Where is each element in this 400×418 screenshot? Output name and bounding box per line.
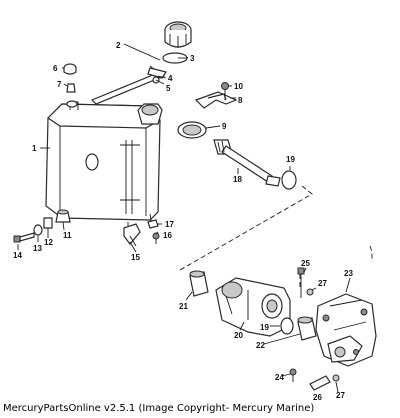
callout-13: 13	[33, 244, 42, 253]
fitting	[147, 219, 159, 229]
dowel-pin	[309, 375, 331, 391]
assembly-routing-line-2	[369, 245, 373, 262]
callout-27-lower: 27	[336, 391, 345, 400]
long-bolt	[297, 267, 305, 298]
callout-5: 5	[166, 84, 171, 93]
retaining-screw	[152, 232, 160, 244]
callout-19-upper: 19	[286, 155, 295, 164]
callout-23: 23	[344, 269, 353, 278]
callout-10: 10	[234, 82, 243, 91]
callout-9: 9	[222, 122, 227, 131]
callout-27-upper: 27	[318, 279, 327, 288]
o-ring-upper	[281, 170, 297, 190]
callout-6: 6	[53, 64, 58, 73]
breather-cap	[63, 63, 77, 75]
callout-17: 17	[165, 220, 174, 229]
callout-3: 3	[190, 54, 195, 63]
pump-shaft	[213, 139, 281, 187]
sleeve	[189, 270, 209, 297]
o-ring-lower	[280, 317, 294, 335]
lower-washer	[332, 374, 340, 382]
callout-21: 21	[179, 302, 188, 311]
mount-bolt	[13, 232, 35, 243]
seal-ring	[177, 121, 207, 139]
grommet	[66, 83, 78, 108]
callout-12: 12	[44, 238, 53, 247]
washer	[33, 224, 43, 236]
assembly-routing-line	[179, 185, 313, 271]
callout-22: 22	[256, 341, 265, 350]
callout-11: 11	[63, 231, 72, 240]
callout-25: 25	[301, 259, 310, 268]
callout-4: 4	[168, 74, 173, 83]
callout-24: 24	[275, 373, 284, 382]
callout-18: 18	[233, 175, 242, 184]
screw	[289, 368, 297, 382]
callout-2: 2	[116, 41, 121, 50]
hose-clip	[123, 223, 141, 247]
callout-19-lower: 19	[260, 323, 269, 332]
callout-20: 20	[234, 331, 243, 340]
fill-cap	[162, 21, 192, 64]
callout-7: 7	[57, 80, 62, 89]
spacer-sleeve	[297, 316, 317, 341]
pump-housing	[215, 277, 291, 337]
callout-8: 8	[238, 96, 243, 105]
mount-grommet	[55, 209, 71, 223]
upper-washer	[306, 288, 314, 296]
image-caption: MercuryPartsOnline v2.5.1 (Image Copyrig…	[3, 403, 315, 414]
bushing	[43, 217, 53, 229]
callout-26: 26	[313, 393, 322, 402]
callout-16: 16	[163, 231, 172, 240]
callout-15: 15	[131, 253, 140, 262]
callout-1: 1	[32, 144, 37, 153]
oil-tank	[45, 101, 163, 232]
bracket-bolt	[221, 82, 229, 100]
pump-body	[315, 293, 377, 367]
mounting-bracket	[194, 91, 238, 109]
callout-leaders	[17, 43, 351, 393]
callout-14: 14	[13, 251, 22, 260]
